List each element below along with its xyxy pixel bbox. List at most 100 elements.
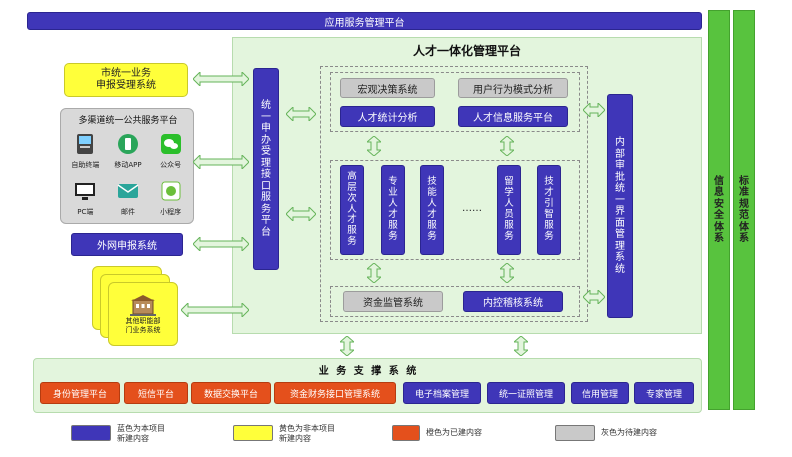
top-banner-label: 应用服务管理平台 <box>324 17 405 29</box>
service-label: 专业人才服务 <box>388 176 398 242</box>
mini-program-icon <box>160 180 182 205</box>
service-module: 留学人员服务 <box>497 165 521 255</box>
support-item-label: 专家管理 <box>645 389 682 400</box>
security-system-label: 信息安全体系 <box>714 175 724 245</box>
unified-interface-label: 统一申办受理接口服务平台 <box>261 100 271 238</box>
arrow-support-right <box>514 336 528 356</box>
arrow-support-left <box>340 336 354 356</box>
support-item-label: 数据交换平台 <box>203 389 258 400</box>
arrow-bottom-left-vert <box>367 263 381 283</box>
legend-swatch <box>392 425 420 441</box>
channel-label: 小程序 <box>160 208 182 216</box>
channel-label: 公众号 <box>160 161 182 169</box>
arrow-city-system <box>193 72 249 86</box>
support-item-label: 身份管理平台 <box>52 389 107 400</box>
arrow-top-left-vert <box>367 136 381 156</box>
channel-label: 移动APP <box>114 161 142 169</box>
support-item-new: 专家管理 <box>634 382 694 404</box>
internal-approval-system: 内部审批统一界面管理系统 <box>607 94 633 318</box>
support-item-label: 信用管理 <box>581 389 618 400</box>
arrow-unified-top <box>286 107 316 121</box>
mobile-app-icon <box>117 133 139 158</box>
support-item-new: 电子档案管理 <box>403 382 481 404</box>
support-item-label: 统一证照管理 <box>498 389 553 400</box>
user-behavior-analysis: 用户行为模式分析 <box>458 78 568 98</box>
talent-statistics-label: 人才统计分析 <box>357 113 418 124</box>
service-label: 技能人才服务 <box>427 176 437 242</box>
legend-swatch <box>71 425 111 441</box>
channel-label: PC端 <box>77 208 94 216</box>
wechat-icon <box>160 133 182 158</box>
building-icon <box>130 295 156 317</box>
channel-label: 自助终端 <box>71 161 100 169</box>
service-label: 技才引智服务 <box>544 176 554 242</box>
macro-decision-label: 宏观决策系统 <box>357 84 418 96</box>
arrow-multichannel <box>193 155 249 169</box>
legend-swatch <box>555 425 595 441</box>
services-ellipsis-label: …… <box>462 202 482 214</box>
channel-item: PC端 <box>65 176 106 221</box>
services-group <box>330 160 580 260</box>
support-item-label: 短信平台 <box>137 389 174 400</box>
macro-decision-system: 宏观决策系统 <box>340 78 435 98</box>
user-behavior-label: 用户行为模式分析 <box>473 84 553 96</box>
internal-audit-label: 内控稽核系统 <box>483 298 543 309</box>
arrow-other-dept <box>181 303 249 317</box>
standard-system-bar: 标准规范体系 <box>733 10 755 410</box>
services-ellipsis: …… <box>456 200 488 216</box>
legend-label: 橙色为已建内容 <box>426 428 482 437</box>
internal-approval-label: 内部审批统一界面管理系统 <box>615 137 625 275</box>
talent-info-service-label: 人才信息服务平台 <box>473 113 553 124</box>
talent-info-service: 人才信息服务平台 <box>458 106 568 127</box>
unified-interface-platform: 统一申办受理接口服务平台 <box>253 68 279 270</box>
support-item-label: 资金财务接口管理系统 <box>289 389 380 400</box>
service-module: 技才引智服务 <box>537 165 561 255</box>
service-module: 专业人才服务 <box>381 165 405 255</box>
support-item-label: 电子档案管理 <box>414 389 469 400</box>
support-item-new: 统一证照管理 <box>487 382 565 404</box>
service-label: 留学人员服务 <box>504 176 514 242</box>
channel-item: 公众号 <box>150 129 191 174</box>
bottom-modules-group <box>330 286 580 317</box>
arrow-external <box>193 237 249 251</box>
arrow-bottom-right-vert <box>500 263 514 283</box>
top-banner: 应用服务管理平台 <box>27 12 702 30</box>
channel-item: 自助终端 <box>65 129 106 174</box>
external-declaration-label: 外网申报系统 <box>97 241 157 252</box>
support-item-new: 信用管理 <box>571 382 629 404</box>
city-unified-business-system: 市统一业务 申报受理系统 <box>64 63 188 97</box>
other-dept-label: 其他职能部 门业务系统 <box>125 317 161 334</box>
multichannel-service-platform: 多渠道统一公共服务平台 自助终端 移动APP 公众号 PC端 邮件 小程序 <box>60 108 194 224</box>
support-item-built: 短信平台 <box>124 382 188 404</box>
support-item-built: 数据交换平台 <box>191 382 271 404</box>
channel-item: 邮件 <box>108 176 149 221</box>
service-label: 高层次人才服务 <box>347 170 357 248</box>
security-system-bar: 信息安全体系 <box>708 10 730 410</box>
arrow-approval-top <box>583 103 605 117</box>
legend-label: 黄色为非本项目 新建内容 <box>279 424 335 443</box>
arrow-top-right-vert <box>500 136 514 156</box>
service-module: 技能人才服务 <box>420 165 444 255</box>
fund-supervision-label: 资金监管系统 <box>363 298 423 309</box>
multichannel-title: 多渠道统一公共服务平台 <box>78 116 178 126</box>
platform-title: 人才一体化管理平台 <box>412 43 521 58</box>
external-declaration-system: 外网申报系统 <box>71 233 183 256</box>
email-icon <box>117 180 139 205</box>
other-dept-business-system: 其他职能部 门业务系统 <box>108 282 178 346</box>
legend-swatch <box>233 425 273 441</box>
arrow-unified-bottom <box>286 207 316 221</box>
service-module: 高层次人才服务 <box>340 165 364 255</box>
internal-audit-system: 内控稽核系统 <box>463 291 563 312</box>
support-title: 业 务 支 撑 系 统 <box>318 366 419 377</box>
channel-label: 邮件 <box>120 208 135 216</box>
top-modules-group <box>330 72 580 132</box>
talent-statistics: 人才统计分析 <box>340 106 435 127</box>
support-item-built: 身份管理平台 <box>40 382 120 404</box>
pc-icon <box>74 180 96 205</box>
inner-core-panel <box>320 66 588 322</box>
support-item-built: 资金财务接口管理系统 <box>274 382 396 404</box>
legend-label: 蓝色为本项目 新建内容 <box>117 424 165 443</box>
channel-grid: 自助终端 移动APP 公众号 PC端 邮件 小程序 <box>65 129 191 221</box>
kiosk-icon <box>74 133 96 158</box>
channel-item: 移动APP <box>108 129 149 174</box>
